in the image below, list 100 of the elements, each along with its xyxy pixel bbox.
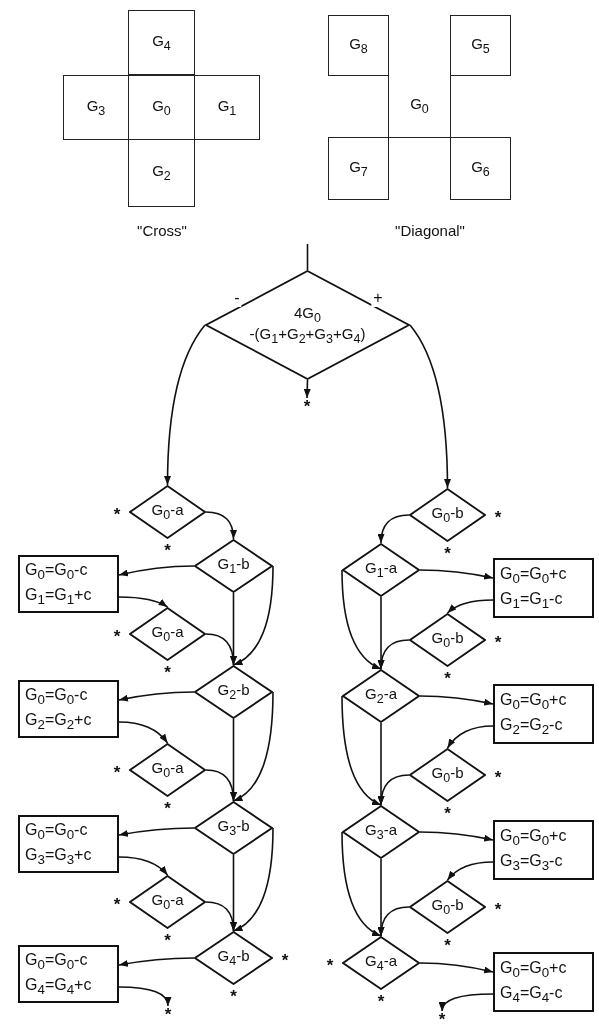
condition-text: G$_{2}$-a xyxy=(365,685,397,707)
end-marker: * xyxy=(494,634,502,652)
flow-arrow xyxy=(377,514,410,544)
equation-text: G$_{4}$=G$_{4}$+c xyxy=(25,975,93,997)
cell-label: G$_{4}$ xyxy=(152,31,171,54)
equation-text: G$_{0}$=G$_{0}$-c xyxy=(25,561,89,583)
flow-arrow xyxy=(446,725,494,749)
end-marker: * xyxy=(300,398,314,416)
cell-label: G$_{7}$ xyxy=(349,157,368,180)
condition-text: G$_{0}$-a xyxy=(151,891,184,913)
grid-cell xyxy=(450,15,511,76)
flow-arrow xyxy=(419,962,494,974)
flow-arrow xyxy=(118,827,195,837)
assignment-box xyxy=(18,815,119,873)
flow-arrow xyxy=(446,861,494,881)
flow-arrow xyxy=(419,831,494,842)
end-marker: * xyxy=(113,506,121,524)
end-marker: * xyxy=(164,800,171,818)
flow-arrow xyxy=(205,633,237,666)
condition-text: -(G$_{1}$+G$_{2}$+G$_{3}$+G$_{4}$) xyxy=(249,325,366,347)
condition-text: G$_{1}$-b xyxy=(217,555,250,577)
flow-arrow xyxy=(341,569,382,670)
flow-arrow xyxy=(419,569,494,580)
end-marker: * xyxy=(113,628,121,646)
cell-label: G$_{2}$ xyxy=(152,162,171,184)
assignment-box xyxy=(18,680,119,738)
end-marker: * xyxy=(494,901,502,919)
end-marker: * xyxy=(113,896,121,914)
assignment-box xyxy=(493,952,594,1012)
condition-text: G$_{0}$-b xyxy=(431,504,464,526)
equation-text: G$_{0}$=G$_{0}$+c xyxy=(500,827,568,849)
flow-arrow xyxy=(205,901,237,932)
equation-text: G$_{4}$=G$_{4}$-c xyxy=(500,983,564,1005)
flow-arrow xyxy=(303,379,311,399)
flow-arrow xyxy=(377,639,410,670)
assignment-box xyxy=(493,820,594,880)
end-marker: * xyxy=(164,542,171,560)
flow-arrow xyxy=(232,827,274,932)
flow-arrow xyxy=(164,324,206,486)
grid-cell xyxy=(328,137,389,200)
flow-arrow xyxy=(341,695,382,806)
end-marker: * xyxy=(444,545,451,563)
caption-label: "Cross" xyxy=(137,221,187,239)
flow-arrow xyxy=(377,774,410,806)
condition-text: G$_{0}$-a xyxy=(151,759,184,781)
condition-text: G$_{0}$-a xyxy=(151,623,184,645)
condition-text: G$_{1}$-a xyxy=(365,559,397,581)
flow-arrow xyxy=(118,691,195,702)
flow-arrow xyxy=(205,511,237,540)
grid-cell xyxy=(450,137,511,200)
flow-arrow xyxy=(118,856,169,876)
flow-arrow xyxy=(419,695,494,706)
equation-text: G$_{0}$=G$_{0}$-c xyxy=(25,951,89,973)
flow-arrow xyxy=(205,769,237,802)
flow-arrow xyxy=(118,596,169,608)
equation-text: G$_{3}$=G$_{3}$+c xyxy=(25,845,93,867)
condition-text: 4G$_{0}$ xyxy=(294,303,321,325)
grid-cell xyxy=(194,75,260,140)
assignment-box xyxy=(18,555,119,613)
cell-label: G$_{0}$ xyxy=(152,96,171,119)
cell-label: G$_{8}$ xyxy=(349,34,368,57)
condition-text: G$_{0}$-b xyxy=(431,629,464,651)
equation-text: G$_{1}$=G$_{1}$-c xyxy=(500,589,564,611)
equation-text: G$_{1}$=G$_{1}$+c xyxy=(25,585,93,607)
flow-arrow xyxy=(377,906,410,937)
flow-arrow xyxy=(232,565,274,666)
flow-arrow xyxy=(446,599,494,614)
condition-text: G$_{3}$-b xyxy=(217,817,250,839)
equation-text: G$_{0}$=G$_{0}$+c xyxy=(500,691,568,713)
grid-cell xyxy=(63,75,129,140)
equation-text: G$_{2}$=G$_{2}$+c xyxy=(25,710,93,732)
grid-cell xyxy=(128,10,195,75)
end-marker: * xyxy=(230,988,237,1006)
condition-text: G$_{0}$-b xyxy=(431,764,464,786)
condition-text: G$_{0}$-b xyxy=(431,896,464,918)
end-marker: * xyxy=(326,957,334,975)
end-marker: * xyxy=(164,664,171,682)
equation-text: G$_{0}$=G$_{0}$-c xyxy=(25,821,89,843)
end-marker: * xyxy=(444,670,451,688)
equation-text: G$_{3}$=G$_{3}$-c xyxy=(500,851,564,873)
assignment-box xyxy=(493,558,594,618)
assignment-box xyxy=(18,945,119,1003)
equation-text: G$_{0}$=G$_{0}$-c xyxy=(25,686,89,708)
grid-cell xyxy=(388,75,451,138)
caption-label: "Diagonal" xyxy=(395,221,465,239)
cell-label: G$_{1}$ xyxy=(217,96,237,119)
condition-text: G$_{3}$-a xyxy=(365,821,397,843)
end-marker: * xyxy=(164,932,171,950)
end-marker: * xyxy=(113,764,121,782)
end-marker: * xyxy=(444,937,451,955)
equation-text: G$_{2}$=G$_{2}$-c xyxy=(500,715,564,737)
condition-text: G$_{0}$-a xyxy=(151,501,184,523)
flow-arrow xyxy=(341,831,382,937)
cell-label: G$_{0}$ xyxy=(410,95,429,117)
equation-text: G$_{0}$=G$_{0}$+c xyxy=(500,565,568,587)
flow-arrow xyxy=(118,565,195,577)
condition-text: G$_{4}$-b xyxy=(217,947,250,969)
grid-cell xyxy=(328,15,389,76)
equation-text: G$_{0}$=G$_{0}$+c xyxy=(500,959,568,981)
flow-arrow xyxy=(118,957,195,967)
